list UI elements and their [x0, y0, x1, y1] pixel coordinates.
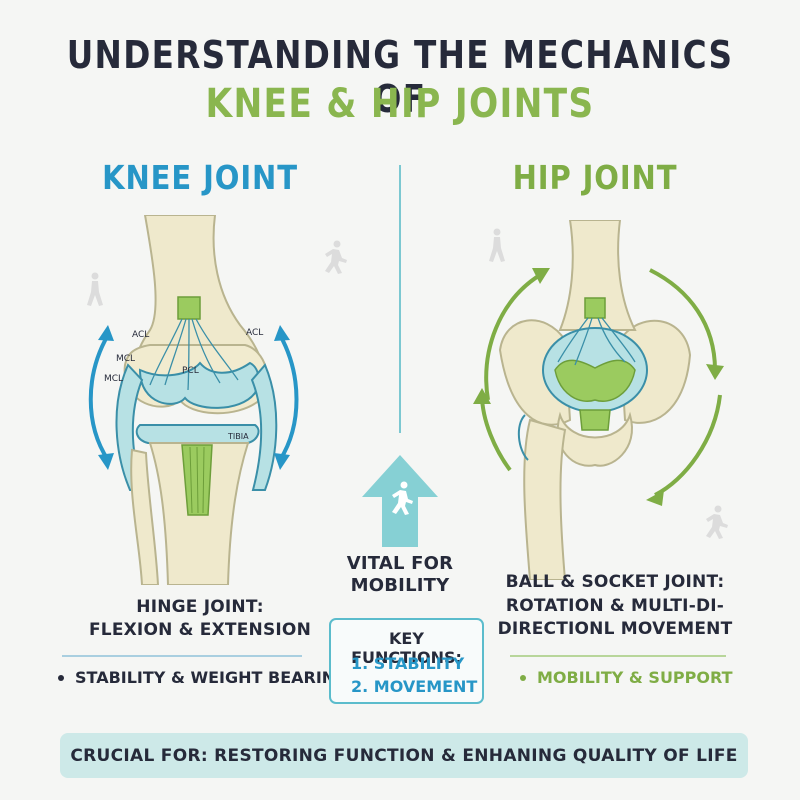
knee-bullet: STABILITY & WEIGHT BEARING [58, 668, 348, 687]
knee-caption-line-1: HINGE JOINT: [136, 597, 264, 617]
hip-illustration [473, 220, 724, 580]
knee-heading: KNEE JOINT [102, 158, 298, 197]
key-functions-title: KEY FUNCTIONS: [351, 629, 462, 667]
label-acl-right: ACL [246, 328, 263, 338]
running-person-icon [325, 240, 347, 274]
knee-divider [62, 655, 302, 657]
label-mcl-1: MCL [116, 354, 135, 364]
hip-bullet: MOBILITY & SUPPORT [520, 668, 733, 687]
label-pcl: PCL [182, 366, 199, 376]
label-acl-left: ACL [132, 330, 149, 340]
vital-line-2: MOBILITY [350, 575, 450, 596]
hip-divider [510, 655, 726, 657]
label-mcl-2: MCL [104, 374, 123, 384]
hip-bullet-text: MOBILITY & SUPPORT [537, 668, 733, 687]
knee-illustration: ACL MCL MCL ACL PCL TIBIA [88, 215, 299, 585]
hip-caption-line-1: BALL & SOCKET JOINT: [505, 572, 725, 592]
bullet-dot [520, 674, 526, 681]
center-divider [399, 165, 401, 433]
page-title: UNDERSTANDING THE MECHANICS OF [66, 33, 734, 121]
up-arrow-icon [362, 455, 438, 547]
running-person-icon [706, 505, 728, 539]
bullet-dot [58, 674, 64, 681]
hip-caption-line-3: DIRECTIONL MOVEMENT [497, 619, 733, 639]
footer-banner: CRUCIAL FOR: RESTORING FUNCTION & ENHANI… [60, 733, 748, 778]
walking-person-icon [489, 228, 505, 262]
hip-caption-line-2: ROTATION & MULTI-DI- [505, 596, 725, 616]
page-subtitle: KNEE & HIP JOINTS [205, 81, 595, 127]
footer-text: CRUCIAL FOR: RESTORING FUNCTION & ENHANI… [70, 745, 738, 766]
knee-bullet-text: STABILITY & WEIGHT BEARING [75, 668, 349, 687]
knee-caption-line-2: FLEXION & EXTENSION [88, 620, 312, 640]
key-functions-box: KEY FUNCTIONS: 1. STABILITY 2. MOVEMENT [329, 618, 484, 704]
walking-person-icon [87, 272, 103, 306]
label-tibia: TIBIA [227, 432, 249, 441]
vital-line-1: VITAL FOR [346, 553, 454, 574]
key-function-item: 1. STABILITY [351, 654, 465, 673]
key-function-item: 2. MOVEMENT [351, 677, 478, 696]
hip-heading: HIP JOINT [512, 158, 678, 197]
